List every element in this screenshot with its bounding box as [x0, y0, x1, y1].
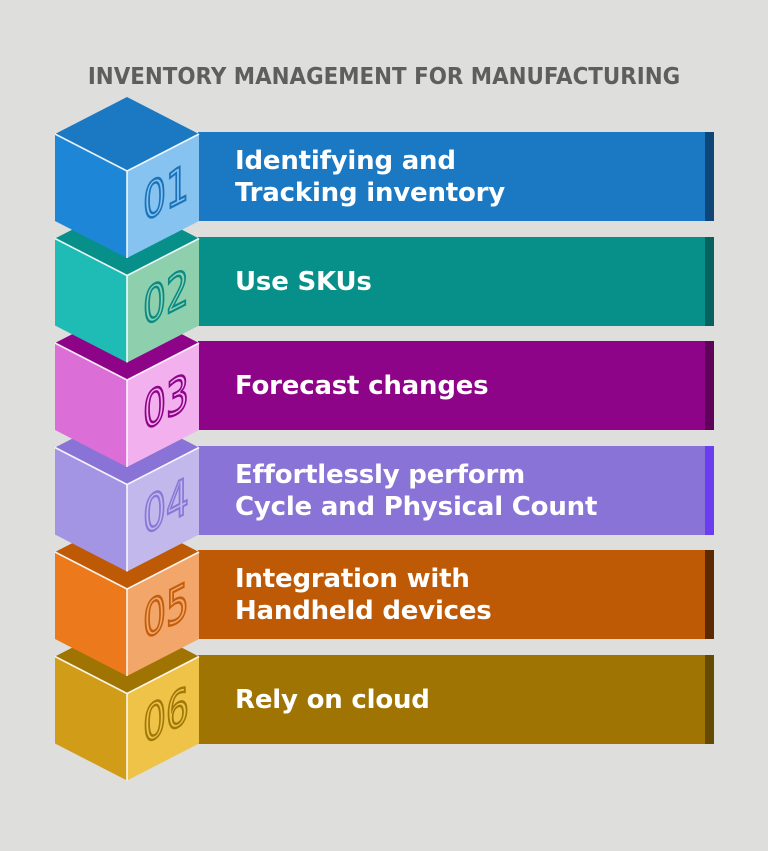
step-label: Use SKUs [235, 266, 372, 297]
cube-edge-highlight [126, 551, 200, 590]
band-edge [705, 341, 714, 430]
band-edge [705, 132, 714, 221]
cube-left-face [55, 552, 127, 676]
step-label: Integration with Handheld devices [235, 563, 492, 626]
cube-left-face [55, 447, 127, 572]
cube-left-face [55, 656, 127, 781]
step-label: Forecast changes [235, 370, 489, 401]
step-band-06: Rely on cloud [198, 655, 714, 744]
band-edge [705, 655, 714, 744]
band-edge [705, 237, 714, 326]
cube-edge-highlight [54, 237, 128, 277]
cube-edge-highlight [54, 551, 128, 590]
step-band-04: Effortlessly perform Cycle and Physical … [198, 446, 714, 535]
cube-edge-highlight [126, 342, 200, 381]
step-label: Identifying and Tracking inventory [235, 145, 506, 208]
step-label: Effortlessly perform Cycle and Physical … [235, 459, 598, 522]
cube-edge-highlight [54, 655, 128, 695]
cube-02: 02 [54, 201, 200, 363]
step-label: Rely on cloud [235, 684, 430, 715]
cube-right-face [127, 656, 199, 781]
cube-edge-highlight [54, 446, 128, 486]
cube-right-face [127, 447, 199, 572]
cube-edge-highlight [126, 655, 200, 695]
step-band-02: Use SKUs [198, 237, 714, 326]
cube-right-face [127, 343, 199, 467]
cube-right-face [127, 238, 199, 363]
cube-right-face [127, 552, 199, 676]
step-band-01: Identifying and Tracking inventory [198, 132, 714, 221]
cube-01: 01 [54, 97, 200, 258]
cube-edge-highlight [126, 237, 200, 277]
cube-edge-highlight [54, 133, 128, 172]
step-band-05: Integration with Handheld devices [198, 550, 714, 639]
cube-edge-highlight [54, 342, 128, 381]
cube-left-face [55, 238, 127, 363]
cube-left-face [55, 343, 127, 467]
step-band-03: Forecast changes [198, 341, 714, 430]
cube-edge-highlight [126, 446, 200, 486]
cube-right-face [127, 134, 199, 258]
cube-left-face [55, 134, 127, 258]
infographic-title: INVENTORY MANAGEMENT FOR MANUFACTURING [87, 64, 681, 90]
band-edge [705, 550, 714, 639]
cube-edge-highlight [126, 133, 200, 172]
band-edge [705, 446, 714, 535]
